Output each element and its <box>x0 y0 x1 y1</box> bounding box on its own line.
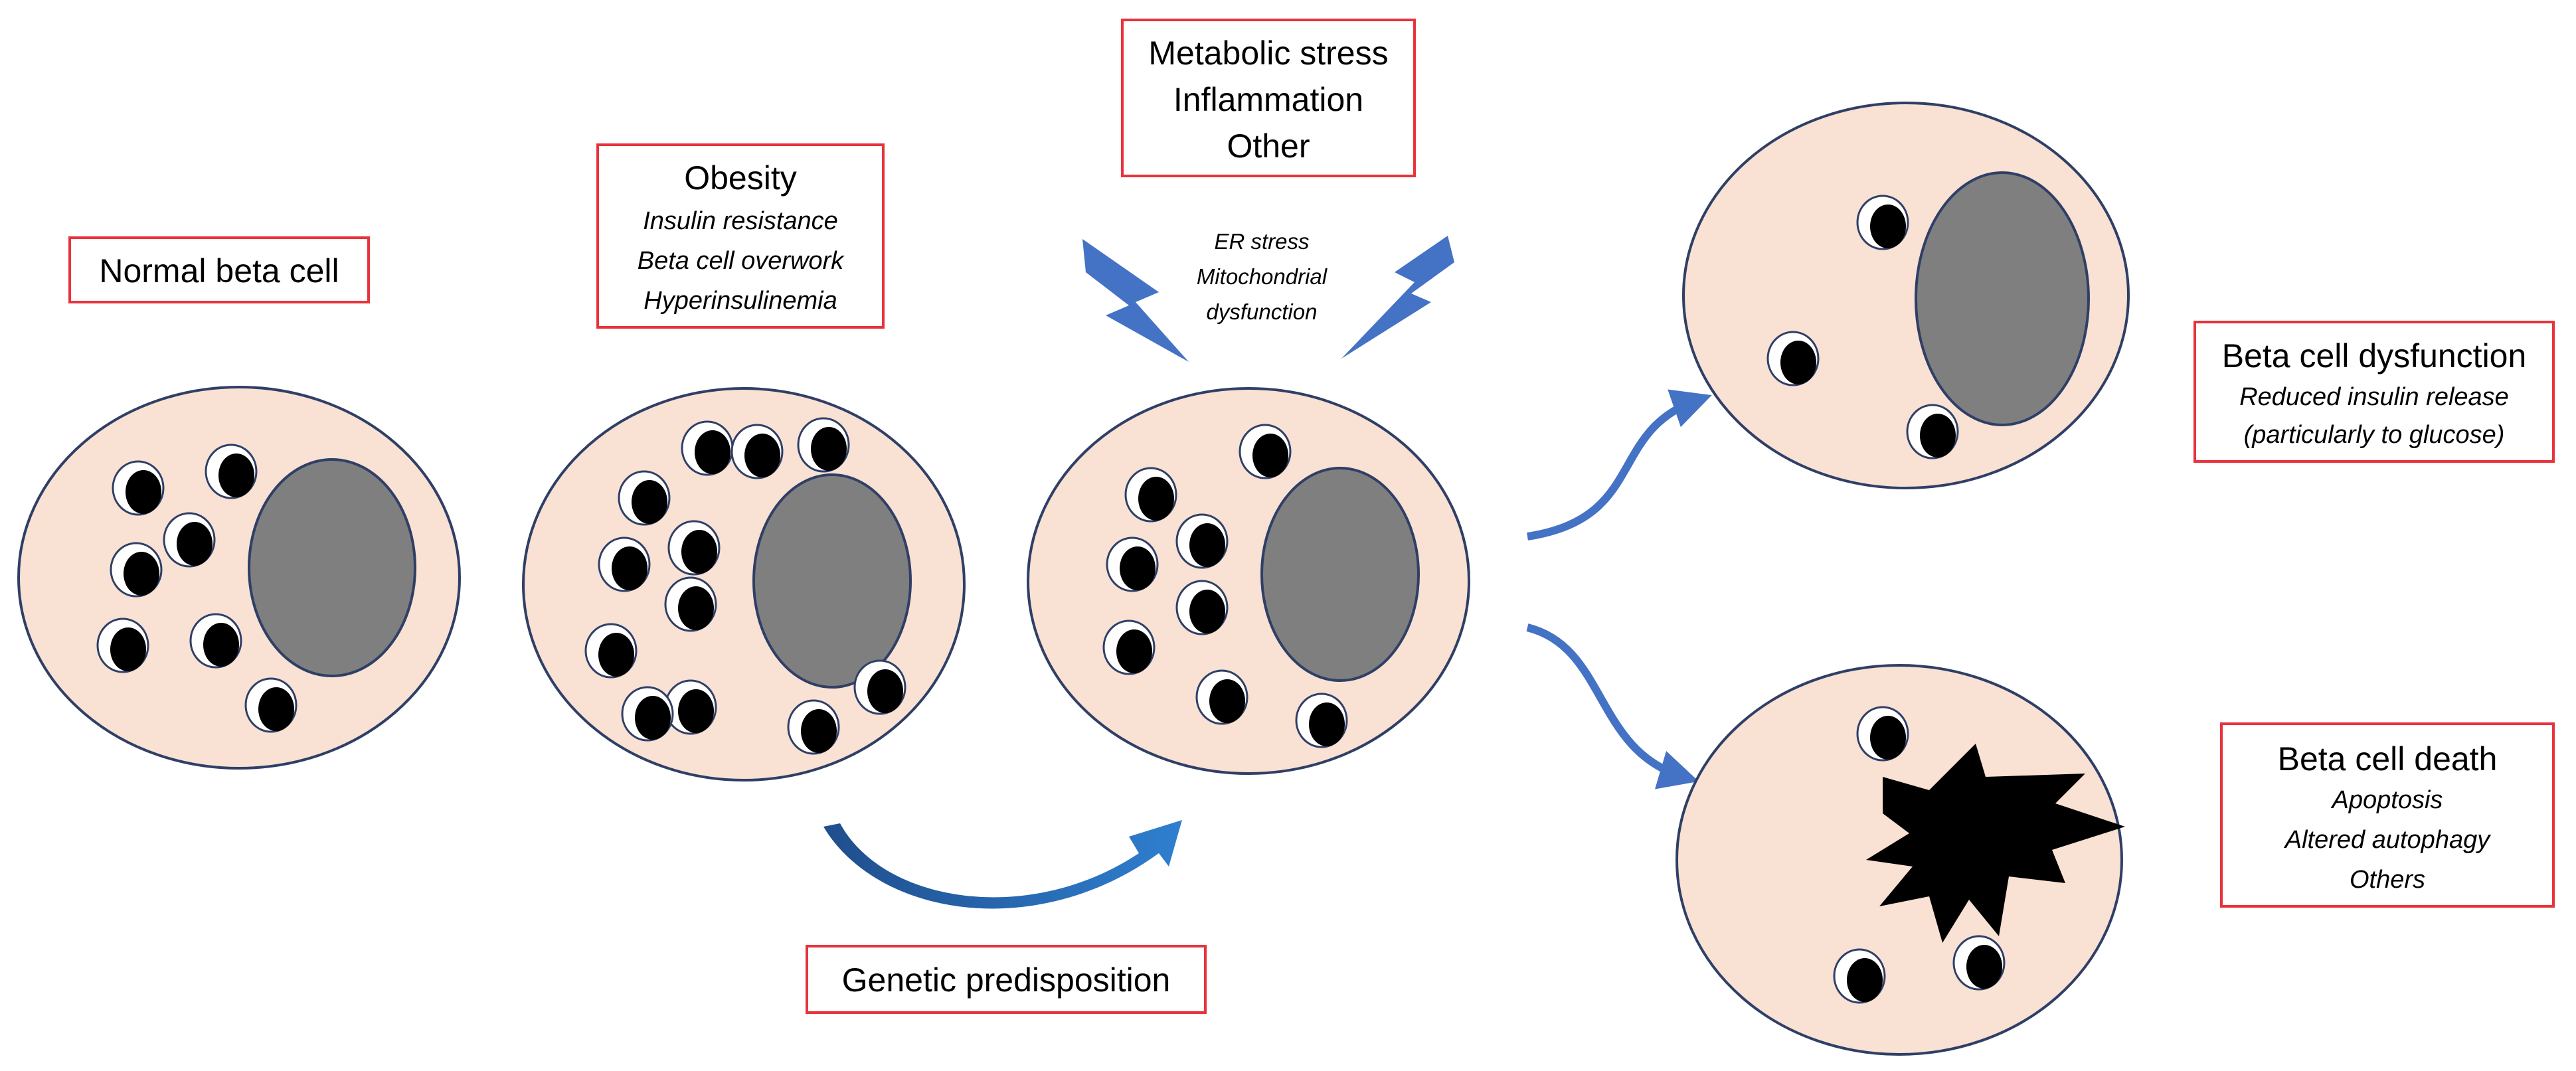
insulin-granule <box>1856 195 1909 250</box>
stressors-line-3: Other <box>1227 127 1310 165</box>
insulin-granule <box>1295 693 1348 748</box>
insulin-granule <box>797 417 850 473</box>
dysfunction-label: Beta cell dysfunction Reduced insulin re… <box>2193 321 2555 463</box>
insulin-granule <box>664 576 717 632</box>
nucleus <box>1915 171 2090 426</box>
nucleus <box>752 473 912 689</box>
insulin-granule <box>681 420 734 476</box>
death-item-1: Apoptosis <box>2331 786 2443 814</box>
normal-cell-label-box <box>68 236 370 303</box>
insulin-granule <box>730 424 784 479</box>
insulin-granule <box>189 613 242 669</box>
obesity-label: Obesity Insulin resistance Beta cell ove… <box>596 143 885 329</box>
cellular-stress-line-3: dysfunction <box>1207 299 1318 324</box>
insulin-granule <box>853 659 906 715</box>
insulin-granule <box>96 618 149 673</box>
insulin-granules <box>1102 424 1348 748</box>
insulin-granule <box>112 460 165 516</box>
death-label-box <box>2220 722 2555 908</box>
normal-cell-label: Normal beta cell <box>68 236 370 303</box>
obesity-title: Obesity <box>684 159 797 197</box>
stressors-line-2: Inflammation <box>1173 81 1363 118</box>
death-item-3: Others <box>2350 866 2425 894</box>
insulin-granule <box>1124 467 1177 523</box>
death-label: Beta cell death Apoptosis Altered autoph… <box>2220 722 2555 908</box>
cellular-stress-line-2: Mitochondrial <box>1197 264 1328 289</box>
insulin-granule <box>787 699 840 755</box>
insulin-granule <box>205 444 258 499</box>
cellular-stress-line-1: ER stress <box>1214 229 1309 254</box>
obesity-item-3: Hyperinsulinemia <box>644 287 837 315</box>
insulin-granule <box>244 677 298 733</box>
cell-death <box>1675 664 2125 1056</box>
cell-normal <box>17 386 461 770</box>
dysfunction-item-1: Reduced insulin release <box>2239 383 2509 411</box>
cell-stressed <box>1027 387 1470 775</box>
insulin-granule <box>621 686 674 742</box>
insulin-granule <box>1856 706 1909 762</box>
fragmented-nucleus <box>1866 744 2125 943</box>
insulin-granule <box>584 623 638 679</box>
insulin-granule <box>598 536 651 592</box>
insulin-granules <box>1766 195 1959 459</box>
genetic-label-text: Genetic predisposition <box>842 961 1171 999</box>
nucleus <box>248 458 416 677</box>
insulin-granule <box>1106 536 1159 592</box>
lightning-bolt-icon-right <box>1341 236 1454 359</box>
insulin-granule <box>1906 404 1959 459</box>
insulin-granule <box>1766 331 1820 386</box>
cellular-stress-text: ER stress Mitochondrial dysfunction <box>1197 229 1328 324</box>
cell-obese <box>522 387 966 782</box>
insulin-granule <box>1195 669 1248 725</box>
stressors-label: Metabolic stress Inflammation Other <box>1121 19 1416 177</box>
death-item-2: Altered autophagy <box>2284 826 2491 854</box>
lightning-bolt-icon-left <box>1082 239 1189 362</box>
insulin-granule <box>1102 619 1156 675</box>
nucleus <box>1260 467 1420 682</box>
dysfunction-label-box <box>2193 321 2555 463</box>
normal-cell-label-text: Normal beta cell <box>99 252 339 289</box>
insulin-granule <box>1239 424 1292 479</box>
genetic-label: Genetic predisposition <box>806 945 1207 1014</box>
obesity-item-1: Insulin resistance <box>643 207 838 235</box>
insulin-granule <box>1833 948 1886 1004</box>
genetic-label-box <box>806 945 1207 1014</box>
stressors-label-box <box>1121 19 1416 177</box>
insulin-granule <box>110 542 163 598</box>
insulin-granule <box>664 679 717 735</box>
insulin-granule <box>1952 935 2006 991</box>
stressors-line-1: Metabolic stress <box>1148 35 1388 72</box>
cell-dysfunction <box>1682 102 2130 489</box>
arrow-to-death <box>1526 623 1699 789</box>
insulin-granule <box>1175 580 1229 635</box>
insulin-granule <box>667 520 721 576</box>
insulin-granules <box>96 444 298 733</box>
genetic-curved-arrow <box>823 820 1182 909</box>
insulin-granule <box>1175 513 1229 569</box>
insulin-granules <box>584 417 906 755</box>
dysfunction-title: Beta cell dysfunction <box>2222 337 2527 374</box>
insulin-granule <box>163 512 216 568</box>
obesity-item-2: Beta cell overwork <box>638 247 845 275</box>
insulin-granules <box>1833 706 2006 1004</box>
death-title: Beta cell death <box>2278 740 2498 778</box>
obesity-label-box <box>596 143 885 329</box>
dysfunction-item-2: (particularly to glucose) <box>2244 421 2505 449</box>
insulin-granule <box>618 470 671 526</box>
arrow-to-dysfunction <box>1527 389 1712 540</box>
